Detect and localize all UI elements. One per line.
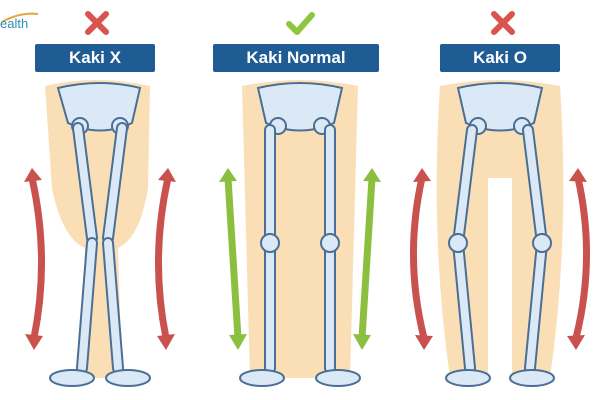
- normal-legs-illustration: [219, 80, 381, 387]
- label-kaki-normal: Kaki Normal: [213, 44, 379, 72]
- label-kaki-x: Kaki X: [35, 44, 155, 72]
- check-icon: [286, 12, 315, 35]
- brand-logo-text: ealth: [0, 16, 29, 31]
- x-legs-illustration: [24, 80, 176, 387]
- panel-kaki-o: Kaki O: [400, 0, 600, 400]
- panel-kaki-x: Kaki X: [0, 0, 200, 400]
- label-kaki-o: Kaki O: [440, 44, 560, 72]
- brand-swoosh-icon: [1, 12, 39, 23]
- cross-icon: [491, 11, 515, 35]
- cross-icon: [85, 11, 109, 35]
- o-legs-illustration: [409, 80, 591, 387]
- panel-kaki-normal: Kaki Normal: [200, 0, 400, 400]
